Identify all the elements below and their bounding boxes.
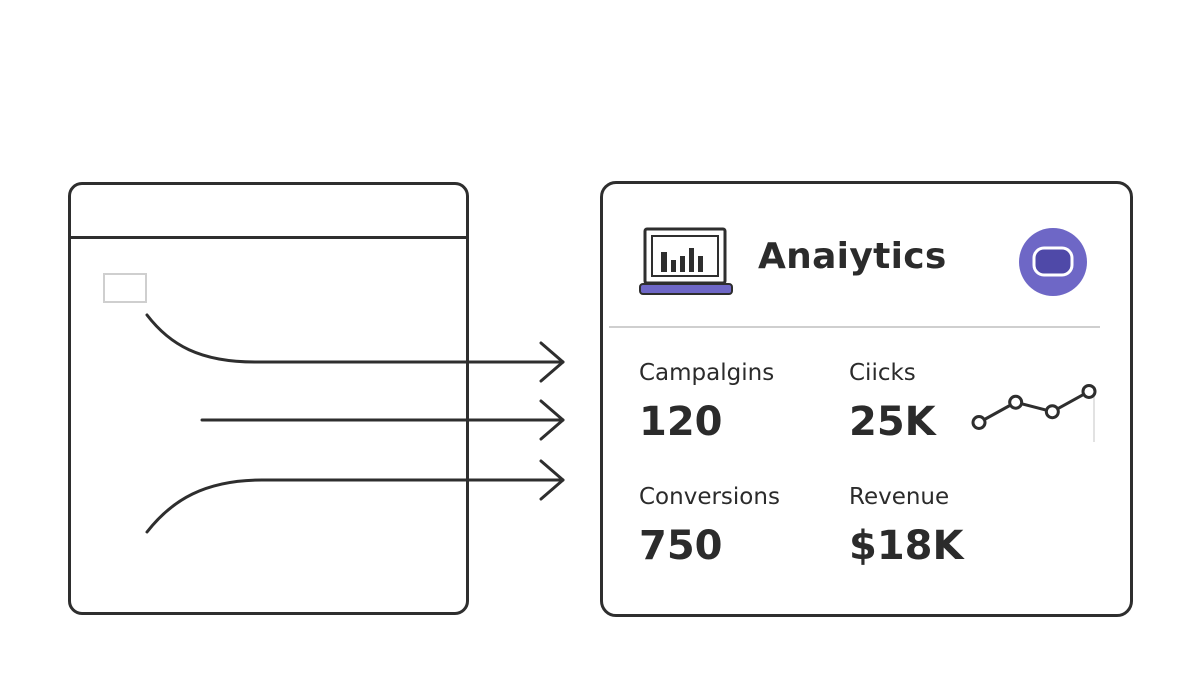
metric-value-campaigns: 120 <box>639 399 723 445</box>
dashboard-title: Anaiytics <box>758 236 947 277</box>
sparkline-line <box>978 390 1090 424</box>
metric-value-revenue: $18K <box>849 523 964 569</box>
metric-label-revenue: Revenue <box>849 484 950 510</box>
sparkline-point-4 <box>1081 383 1097 399</box>
laptop-chart-icon <box>639 227 733 295</box>
flow-arrow-top <box>145 313 565 364</box>
browser-window <box>68 182 469 615</box>
metric-label-clicks: Ciicks <box>849 360 916 386</box>
arrowhead-bottom <box>539 459 565 501</box>
metric-label-campaigns: Campalgins <box>639 360 775 386</box>
flow-arrow-bottom <box>145 478 565 534</box>
metric-value-conversions: 750 <box>639 523 723 569</box>
metric-value-clicks: 25K <box>849 399 936 445</box>
sparkline-point-2 <box>1008 394 1024 410</box>
dashboard-divider <box>609 326 1100 328</box>
analytics-dashboard-card: Anaiytics Campalgins 120 Ciicks 25K Conv… <box>600 181 1133 617</box>
sparkline-point-3 <box>1044 404 1060 420</box>
browser-titlebar <box>71 185 466 239</box>
arrowhead-top <box>539 341 565 383</box>
toggle-badge-icon[interactable] <box>1017 226 1089 298</box>
sparkline-point-1 <box>971 415 987 430</box>
metric-label-conversions: Conversions <box>639 484 780 510</box>
content-placeholder <box>103 273 147 303</box>
sparkline-chart <box>971 383 1097 442</box>
arrowhead-middle <box>539 399 565 441</box>
